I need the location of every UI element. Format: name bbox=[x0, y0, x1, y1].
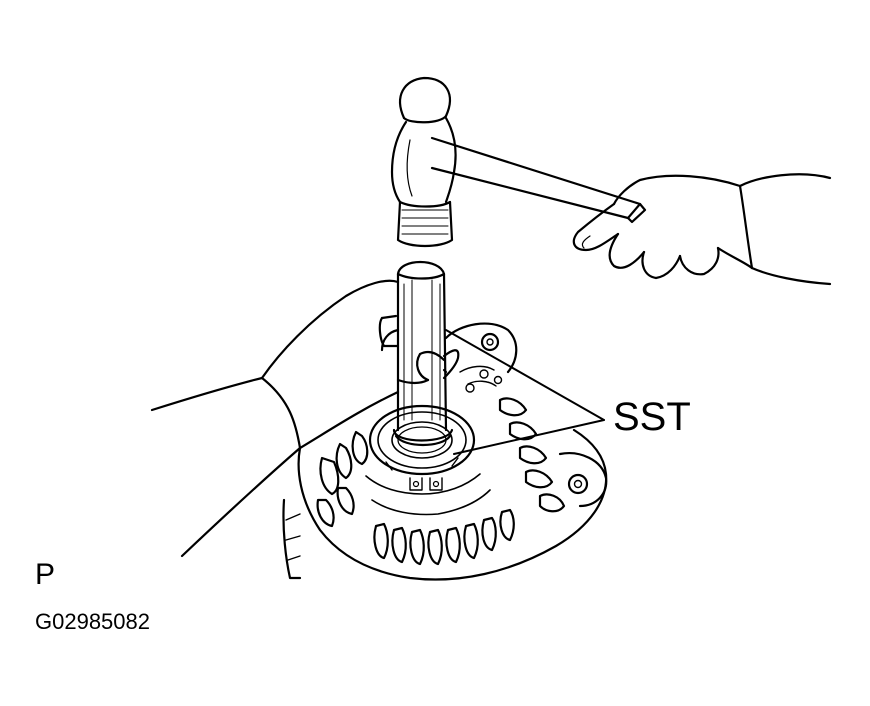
hammer-handle bbox=[430, 136, 642, 220]
left-hand bbox=[150, 279, 460, 558]
part-indicator-label: P bbox=[35, 558, 56, 591]
alternator bbox=[282, 322, 608, 581]
alternator-housing bbox=[297, 428, 608, 581]
sst-callout-lines bbox=[445, 329, 605, 455]
bearing-seat bbox=[368, 404, 476, 476]
hammer-face bbox=[396, 200, 454, 248]
sst-punch-tool bbox=[392, 261, 454, 446]
sst-label: SST bbox=[613, 395, 691, 439]
right-arm bbox=[738, 173, 832, 286]
mounting-ear-top bbox=[444, 322, 518, 374]
right-hand bbox=[572, 173, 832, 286]
figure-id: G02985082 bbox=[35, 609, 150, 634]
mounting-ear-right bbox=[558, 452, 608, 508]
hammer-ball-peen bbox=[398, 76, 451, 120]
left-arm bbox=[150, 376, 302, 558]
hammer bbox=[390, 76, 647, 248]
